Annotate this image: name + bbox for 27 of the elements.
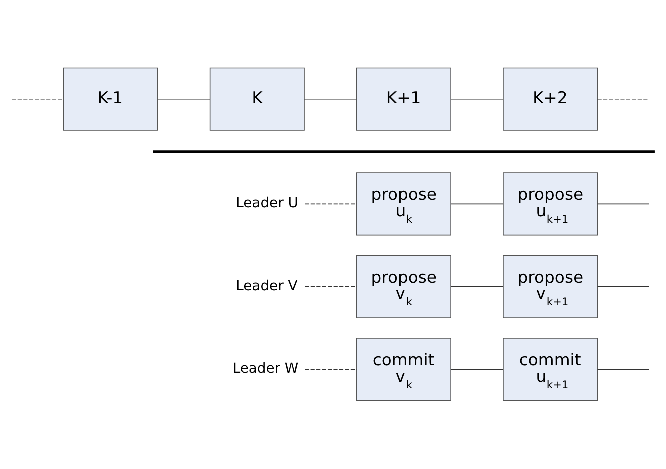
node-text: Leader V (236, 278, 298, 294)
connector (450, 286, 504, 288)
connector (304, 286, 358, 288)
node-box: propose v$_{k+1}$ (503, 255, 598, 318)
connector (304, 204, 358, 205)
connector (597, 369, 650, 370)
connector (450, 98, 504, 100)
connector (12, 98, 64, 100)
node-box: K+1 (356, 68, 452, 131)
connector (597, 98, 650, 100)
node-box: commit u$_{k+1}$ (503, 338, 598, 402)
node-text: Leader W (232, 360, 299, 377)
connector (158, 98, 210, 100)
node-box: K (210, 68, 305, 131)
connector (597, 204, 650, 205)
node-box: K+2 (503, 68, 598, 131)
connector (597, 286, 650, 288)
node-box: propose u$_{k+1}$ (503, 172, 598, 236)
connector (450, 369, 504, 370)
node-box: commit v$_{k}$ (356, 338, 452, 402)
node-text: Leader U (236, 196, 298, 212)
node-box: K-1 (63, 68, 158, 131)
connector (304, 369, 358, 370)
node-box: propose v$_{k}$ (356, 255, 452, 318)
node-box: propose u$_{k}$ (356, 172, 452, 236)
connector (304, 98, 358, 100)
connector (450, 204, 504, 205)
